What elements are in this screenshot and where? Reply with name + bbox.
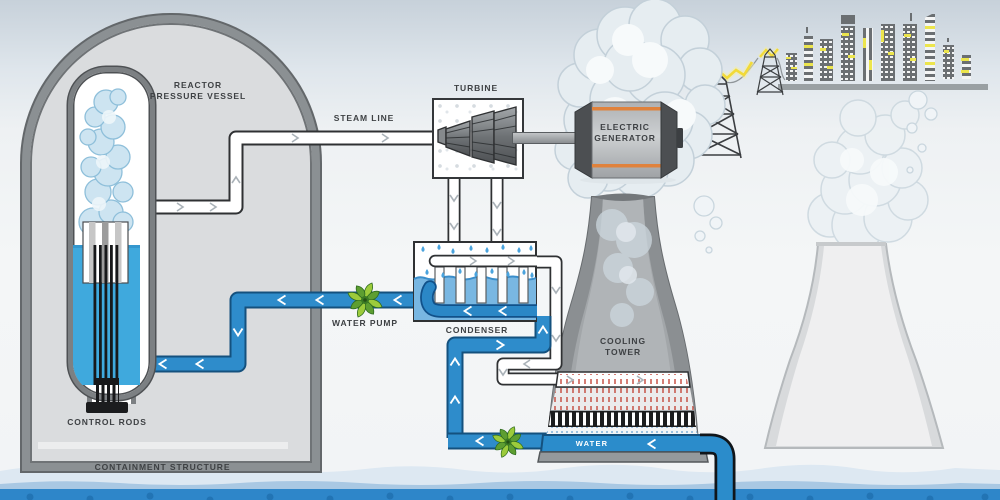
hot-water-spray xyxy=(551,388,694,410)
water-pump-label: WATER PUMP xyxy=(332,318,398,328)
city-building xyxy=(841,15,855,24)
water-label: WATER xyxy=(575,439,609,448)
city-building xyxy=(860,25,876,84)
city-building xyxy=(922,11,938,84)
cooling-tower-label: COOLING TOWER xyxy=(600,336,646,357)
turbine-blades-icon xyxy=(437,106,517,166)
electric-generator-label: ELECTRIC GENERATOR xyxy=(594,122,656,143)
turbine-label: TURBINE xyxy=(453,83,499,93)
city-building xyxy=(801,33,816,84)
water-pump-impeller-icon xyxy=(347,282,383,318)
water-pump-impeller-icon xyxy=(492,426,524,458)
city-platform xyxy=(778,84,988,90)
city-building xyxy=(900,21,920,84)
electric-generator xyxy=(574,101,683,179)
intake-pipe xyxy=(699,433,736,500)
city-building xyxy=(940,42,957,82)
reactor-pressure-vessel xyxy=(68,67,155,400)
turbine-shaft xyxy=(512,132,577,144)
flow-arrows-blue xyxy=(157,294,549,447)
fill-band xyxy=(548,411,696,427)
control-rods-label: CONTROL RODS xyxy=(67,417,147,427)
transmission-tower-icon xyxy=(756,48,784,96)
condenser-label: CONDENSER xyxy=(445,325,509,335)
flow-arrows xyxy=(176,133,561,377)
cooling-coil-pipe xyxy=(420,280,537,318)
control-rods-shaft xyxy=(96,378,119,404)
steam-line-pipe xyxy=(142,130,436,215)
condenser-to-tower-pipe xyxy=(496,255,660,386)
generator-shadow xyxy=(580,176,676,184)
city-building xyxy=(838,23,858,84)
turbine-housing xyxy=(432,98,524,179)
condenser xyxy=(413,241,537,322)
feedwater-pipe xyxy=(145,291,415,373)
control-rod-drive xyxy=(86,402,128,413)
generator-terminal xyxy=(677,128,683,148)
spray-header xyxy=(555,371,691,388)
city-building xyxy=(959,52,974,82)
containment-structure-label: CONTAINMENT STRUCTURE xyxy=(94,462,231,472)
control-rods xyxy=(93,245,119,385)
tower-base-skirt xyxy=(537,451,709,463)
containment-floor xyxy=(38,442,288,449)
reactor-pressure-vessel-label: REACTOR PRESSURE VESSEL xyxy=(149,80,247,101)
steam-line-label: STEAM LINE xyxy=(333,113,395,123)
